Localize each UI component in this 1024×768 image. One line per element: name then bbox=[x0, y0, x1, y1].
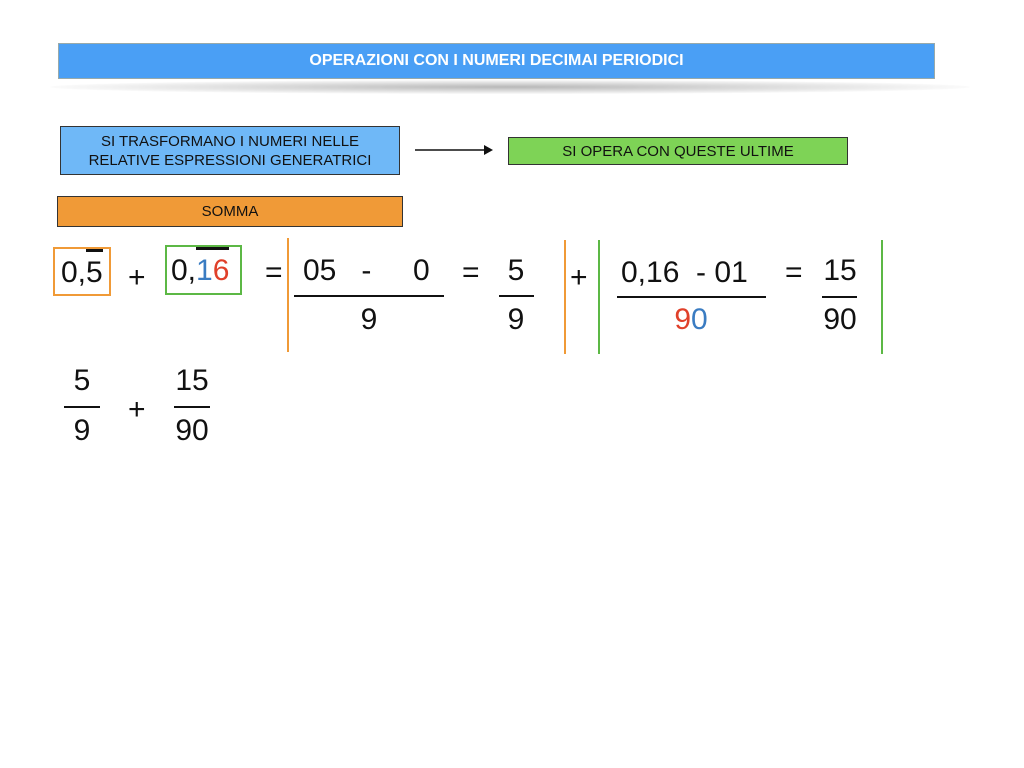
fraction2-denominator: 9 bbox=[507, 303, 525, 336]
periodic-number-b: 0,16 bbox=[171, 247, 230, 287]
integer-part: 0, bbox=[61, 256, 87, 289]
fraction4-numerator: 15 bbox=[823, 254, 857, 287]
operation-label: SOMMA bbox=[57, 196, 403, 227]
divider-green bbox=[881, 240, 883, 354]
page-title: OPERAZIONI CON I NUMERI DECIMAI PERIODIC… bbox=[58, 43, 935, 79]
equals-sign: = bbox=[785, 256, 803, 289]
period-bar bbox=[86, 249, 103, 252]
denominator-nines: 9 bbox=[674, 303, 691, 336]
plus-sign: + bbox=[570, 261, 588, 294]
period-digit: 6 bbox=[212, 254, 230, 287]
integer-part: 0, bbox=[171, 254, 197, 287]
periodic-number-a: 0,5 bbox=[61, 249, 103, 289]
fraction2-bar bbox=[499, 295, 534, 297]
result-bar-1 bbox=[64, 406, 100, 408]
period-bar bbox=[196, 247, 230, 250]
equals-sign: = bbox=[265, 256, 283, 289]
fraction3-denominator: 90 bbox=[674, 305, 707, 335]
result-bar-2 bbox=[174, 406, 210, 408]
fraction4-bar bbox=[822, 296, 857, 298]
title-shadow bbox=[50, 80, 970, 94]
nonperiod-digit: 1 bbox=[196, 254, 213, 287]
step2-box: SI OPERA CON QUESTE ULTIME bbox=[508, 137, 848, 165]
arrow-right-icon bbox=[415, 145, 493, 155]
fraction3-numerator: 0,16 - 01 bbox=[621, 256, 748, 289]
fraction4-denominator: 90 bbox=[823, 303, 857, 336]
period-digit: 5 bbox=[86, 249, 103, 289]
plus-sign: + bbox=[128, 393, 146, 426]
divider-orange bbox=[287, 238, 289, 352]
fraction1-denominator: 9 bbox=[360, 303, 378, 336]
fraction2-numerator: 5 bbox=[507, 254, 525, 287]
result-numerator-1: 5 bbox=[73, 364, 91, 397]
divider-green bbox=[598, 240, 600, 354]
fraction1-bar bbox=[294, 295, 444, 297]
result-denominator-1: 9 bbox=[73, 414, 91, 447]
fraction1-numerator: 05 - 0 bbox=[303, 254, 430, 287]
periodic-number-b-box bbox=[165, 245, 242, 295]
denominator-zeros: 0 bbox=[691, 303, 708, 336]
periodic-number-a-box bbox=[53, 247, 111, 296]
step1-line2: RELATIVE ESPRESSIONI GENERATRICI bbox=[88, 151, 372, 169]
fraction3-bar bbox=[617, 296, 766, 298]
divider-orange bbox=[564, 240, 566, 354]
equals-sign: = bbox=[462, 256, 480, 289]
plus-sign: + bbox=[128, 261, 146, 294]
result-numerator-2: 15 bbox=[175, 364, 209, 397]
result-denominator-2: 90 bbox=[175, 414, 209, 447]
period-text: 5 bbox=[86, 256, 103, 289]
step1-line1: SI TRASFORMANO I NUMERI NELLE bbox=[100, 132, 360, 150]
